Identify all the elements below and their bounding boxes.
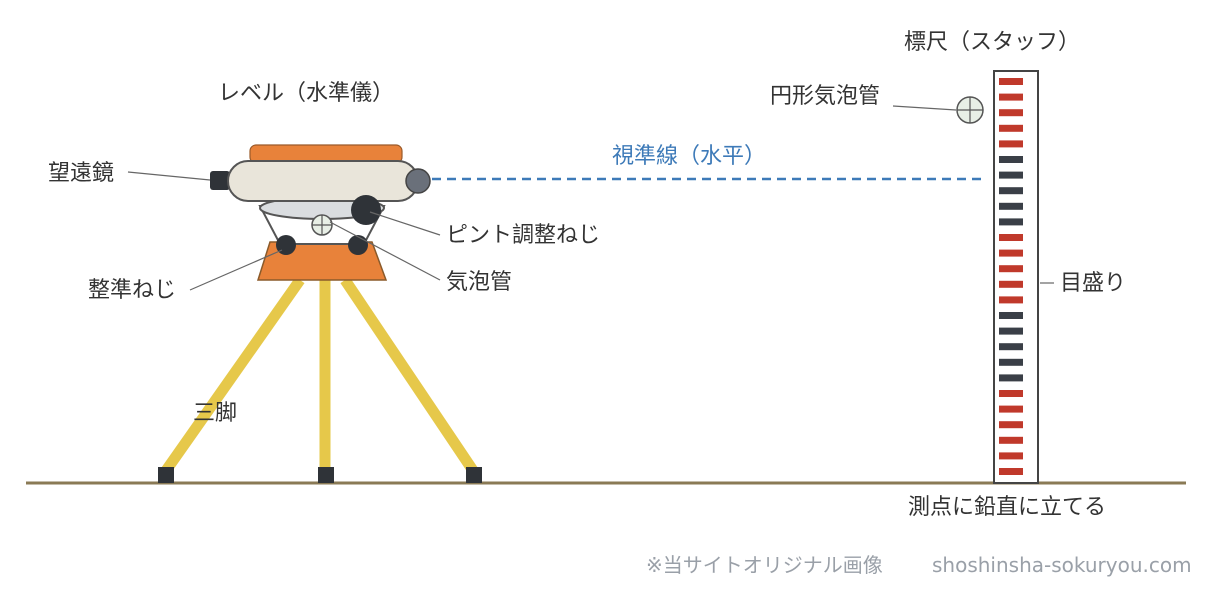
tripod-label: 三脚	[193, 401, 237, 426]
telescope-body	[227, 160, 419, 202]
bubble-tube-vial-icon	[311, 214, 333, 236]
footer-site: shoshinsha-sokuryou.com	[932, 553, 1192, 577]
staff-note: 測点に鉛直に立てる	[908, 495, 1106, 520]
staff-mark-dark	[999, 156, 1023, 163]
staff-mark-dark	[999, 374, 1023, 382]
staff-mark-red	[999, 280, 1023, 288]
eyepiece	[210, 171, 230, 190]
objective-lens	[405, 168, 431, 194]
staff-mark-red	[999, 405, 1023, 413]
staff-mark-red	[999, 265, 1023, 273]
circular-bubble-leader	[892, 105, 957, 111]
leveling-screw-right	[348, 235, 368, 255]
focus-screw-leader	[369, 211, 441, 236]
staff-mark-red	[999, 93, 1023, 101]
focus-screw-label: ピント調整ねじ	[446, 223, 600, 248]
circular-bubble-icon	[956, 96, 984, 124]
bubble-tube-label: 気泡管	[446, 270, 512, 295]
staff-mark-red	[999, 390, 1023, 397]
staff-mark-dark	[999, 171, 1023, 179]
staff-mark-dark	[999, 187, 1023, 195]
staff-mark-red	[999, 296, 1023, 304]
staff-mark-red	[999, 124, 1023, 132]
staff-title: 標尺（スタッフ）	[904, 30, 1080, 55]
tripod-foot-right	[466, 467, 482, 483]
leveling-screw-leader	[189, 249, 283, 291]
leveling-screw-label: 整準ねじ	[88, 278, 176, 303]
tripod-leg-right	[340, 276, 479, 476]
staff-mark-red	[999, 140, 1023, 148]
line-of-sight-label: 視準線（水平）	[612, 144, 766, 169]
staff-mark-red	[999, 234, 1023, 241]
staff-mark-red	[999, 109, 1023, 117]
telescope-label: 望遠鏡	[48, 161, 114, 186]
staff-mark-dark	[999, 358, 1023, 366]
leveling-staff	[993, 70, 1039, 484]
staff-body	[993, 70, 1039, 484]
staff-mark-dark	[999, 202, 1023, 210]
staff-mark-red	[999, 249, 1023, 257]
level-title: レベル（水準儀）	[218, 81, 394, 106]
tripod-foot-left	[158, 467, 174, 483]
tripod-foot-center	[318, 467, 334, 483]
telescope-leader	[127, 171, 211, 181]
tripod	[158, 276, 482, 483]
staff-mark-red	[999, 78, 1023, 85]
circular-bubble-label: 円形気泡管	[770, 84, 880, 109]
staff-mark-red	[999, 436, 1023, 444]
staff-graduation-marks	[999, 78, 1023, 475]
staff-mark-red	[999, 421, 1023, 429]
tripod-leg-left	[160, 276, 305, 476]
staff-mark-red	[999, 452, 1023, 460]
staff-mark-dark	[999, 343, 1023, 351]
staff-mark-red	[999, 468, 1023, 475]
focus-screw-knob	[351, 195, 381, 225]
leveling-screw-left	[276, 235, 296, 255]
staff-mark-dark	[999, 218, 1023, 226]
staff-mark-dark	[999, 312, 1023, 319]
bubble-tube-leader	[329, 221, 441, 281]
staff-mark-dark	[999, 327, 1023, 335]
footer-credit: ※当サイトオリジナル画像	[646, 553, 883, 577]
graduation-label: 目盛り	[1060, 271, 1126, 296]
